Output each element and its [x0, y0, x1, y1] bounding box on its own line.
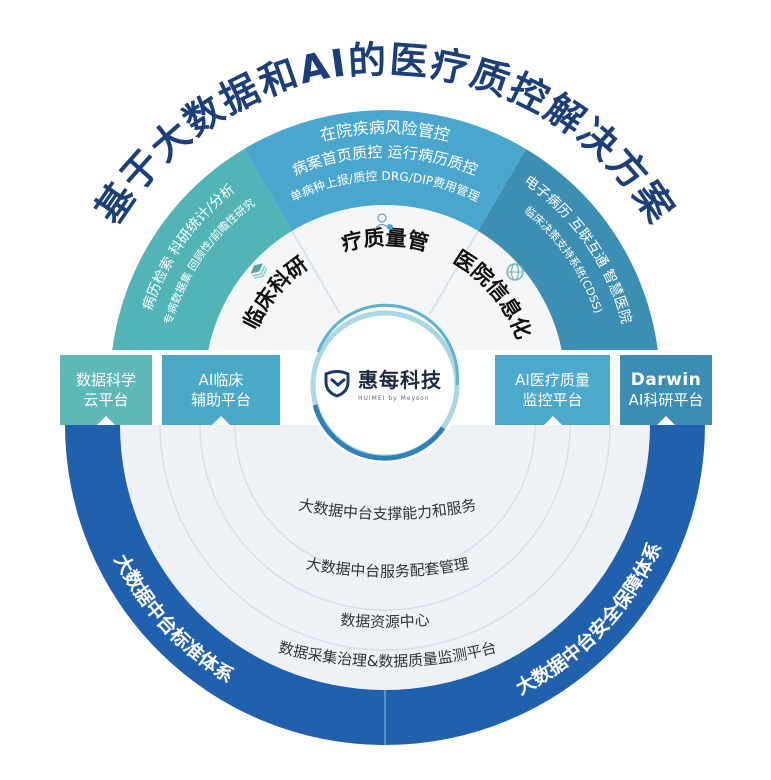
user-gear-icon: [374, 213, 393, 230]
darwin-logo-text: Darwin: [630, 370, 702, 390]
platform-line-2: 云平台: [83, 391, 129, 409]
platform-ai-quality-monitoring[interactable]: AI医疗质量 监控平台: [495, 355, 610, 425]
platform-line-2: 辅助平台: [190, 391, 251, 409]
top-band: [112, 110, 658, 350]
platform-line-1: 数据科学: [75, 371, 136, 389]
platform-line-1: AI医疗质量: [515, 371, 590, 389]
layer-data-resource-center: 数据资源中心: [340, 611, 431, 631]
notch: [97, 416, 115, 425]
platform-line-2: AI科研平台: [628, 391, 704, 409]
left-sector: [112, 149, 292, 350]
platform-ai-clinical-assist[interactable]: AI临床 辅助平台: [162, 355, 280, 425]
huimei-logo: 惠每科技 HUIMEI by Meyson: [322, 358, 448, 408]
platform-data-science-cloud[interactable]: 数据科学 云平台: [60, 355, 152, 425]
layers-icon: [250, 263, 268, 279]
notch: [543, 416, 562, 425]
right-sector: [478, 149, 658, 350]
globe-icon: [506, 263, 524, 281]
bottom-foundation: [65, 424, 705, 745]
platform-line-2: 监控平台: [522, 391, 583, 409]
center-circle: [307, 303, 463, 463]
logo-name: 惠每科技: [358, 368, 442, 392]
middle-sector: [244, 110, 526, 231]
logo-subtitle: HUIMEI by Meyson: [358, 395, 430, 402]
platform-darwin-ai-research[interactable]: Darwin AI科研平台: [620, 355, 712, 425]
inner-white-band: [208, 205, 562, 350]
shield-logo-icon: [324, 370, 350, 398]
notch: [212, 416, 230, 425]
notch: [657, 416, 675, 425]
platform-line-1: AI临床: [198, 371, 244, 389]
